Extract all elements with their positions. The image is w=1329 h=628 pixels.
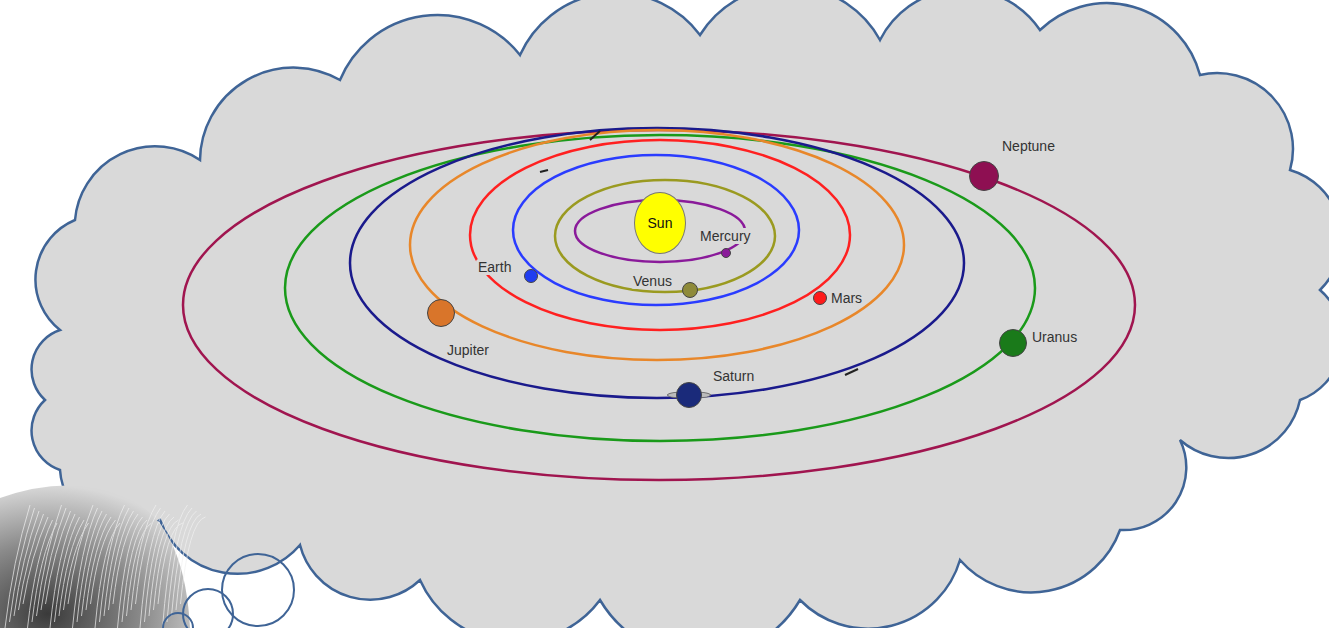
planet-dot xyxy=(682,282,698,298)
orbit xyxy=(555,180,775,292)
planet-label: Jupiter xyxy=(445,342,491,358)
planet-dot xyxy=(427,299,455,327)
planet-label: Mars xyxy=(829,290,864,306)
orbit xyxy=(350,128,964,398)
planet-dot xyxy=(676,382,702,408)
orbits xyxy=(183,128,1135,480)
planet-label: Neptune xyxy=(1000,138,1057,154)
planet-dot xyxy=(999,329,1027,357)
head-figure xyxy=(0,486,206,628)
planet-label: Saturn xyxy=(711,368,756,384)
planet-dot xyxy=(969,161,999,191)
orbit xyxy=(513,155,799,305)
orbit xyxy=(285,135,1035,441)
orbit xyxy=(410,130,904,360)
sun-circle: Sun xyxy=(634,192,686,254)
planet-dot xyxy=(813,291,827,305)
planet-label: Venus xyxy=(631,273,674,289)
thought-bubbles xyxy=(163,554,294,628)
orbit xyxy=(183,130,1135,480)
sun-label: Sun xyxy=(648,215,673,231)
planet-dot xyxy=(721,248,731,258)
orbit-ticks xyxy=(540,131,858,375)
orbit xyxy=(470,140,850,330)
planet-dot xyxy=(524,269,538,283)
planet-label: Mercury xyxy=(698,228,753,244)
thought-cloud xyxy=(32,0,1329,628)
planet-label: Earth xyxy=(476,259,513,275)
planet-label: Uranus xyxy=(1030,329,1079,345)
